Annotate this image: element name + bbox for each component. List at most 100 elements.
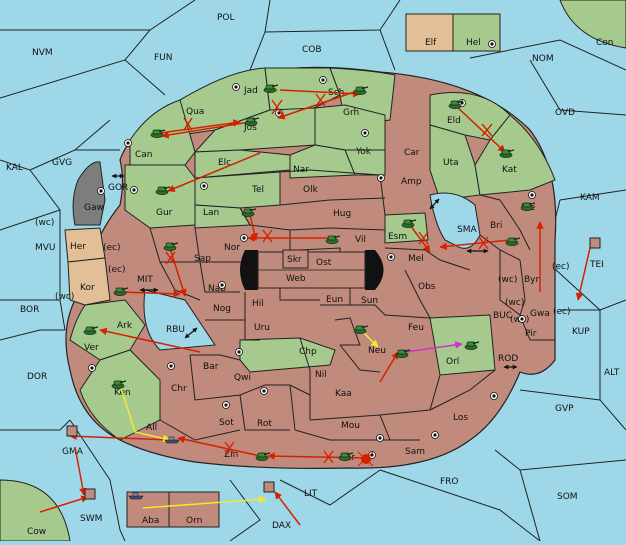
legend-elf	[405, 13, 454, 52]
coastal-forts[interactable]	[66, 237, 601, 500]
region-orl[interactable]	[429, 314, 496, 376]
svg-text:Esm: Esm	[388, 232, 407, 242]
legend: Elf Hel	[405, 13, 501, 52]
svg-text:POL: POL	[217, 13, 235, 23]
label-orn: Orn	[186, 516, 202, 526]
svg-text:(wc): (wc)	[505, 298, 524, 308]
region-kor[interactable]	[67, 257, 111, 306]
region-ken[interactable]	[79, 349, 161, 441]
convoy-line	[404, 341, 463, 353]
svg-text:(ec): (ec)	[108, 265, 126, 275]
svg-text:(ec): (ec)	[553, 307, 571, 317]
region-gaw[interactable]	[72, 161, 106, 226]
region-orn[interactable]	[168, 491, 220, 528]
region-skr[interactable]	[282, 249, 309, 269]
svg-text:Uru: Uru	[254, 323, 270, 333]
svg-text:GVG: GVG	[52, 158, 72, 168]
svg-text:Rot: Rot	[257, 419, 272, 429]
svg-text:Jad: Jad	[243, 86, 258, 96]
svg-text:(wc): (wc)	[498, 275, 517, 285]
svg-text:ALT: ALT	[604, 368, 620, 378]
svg-text:Mou: Mou	[341, 421, 360, 431]
svg-text:Sap: Sap	[194, 254, 211, 264]
svg-text:Eld: Eld	[447, 116, 461, 126]
svg-text:TEI: TEI	[589, 260, 604, 270]
failed-markers	[165, 93, 493, 464]
svg-text:Elc: Elc	[218, 158, 231, 168]
svg-text:Olk: Olk	[303, 185, 319, 195]
svg-text:Qua: Qua	[186, 107, 204, 117]
svg-text:Skr: Skr	[287, 255, 302, 265]
svg-text:ROD: ROD	[498, 354, 518, 364]
svg-text:Nab: Nab	[208, 284, 226, 294]
svg-text:Nog: Nog	[213, 304, 231, 314]
svg-text:GOR: GOR	[108, 183, 128, 193]
svg-text:Ark: Ark	[117, 321, 133, 331]
svg-text:Gwa: Gwa	[530, 309, 550, 319]
svg-text:Vil: Vil	[355, 235, 366, 245]
svg-text:Los: Los	[453, 413, 468, 423]
svg-text:RBU: RBU	[166, 325, 185, 335]
svg-text:Grh: Grh	[343, 108, 359, 118]
canal-east	[365, 250, 384, 290]
svg-text:(wc): (wc)	[55, 292, 74, 302]
svg-text:Hug: Hug	[333, 209, 351, 219]
legend-elf-label: Elf	[425, 38, 437, 48]
svg-text:BUC: BUC	[493, 311, 512, 321]
svg-text:Nor: Nor	[224, 243, 240, 253]
svg-text:Cow: Cow	[27, 527, 46, 537]
svg-text:Can: Can	[135, 150, 153, 160]
svg-text:Jos: Jos	[243, 123, 257, 133]
svg-text:Sot: Sot	[219, 418, 234, 428]
svg-text:Yok: Yok	[355, 147, 372, 157]
region-tel[interactable]	[194, 171, 281, 209]
svg-text:Car: Car	[404, 148, 420, 158]
svg-text:Gur: Gur	[156, 208, 173, 218]
svg-text:(wc): (wc)	[35, 218, 54, 228]
svg-text:Mel: Mel	[408, 254, 424, 264]
svg-text:Eun: Eun	[326, 295, 343, 305]
label-aba: Aba	[142, 516, 159, 526]
svg-text:Gaw: Gaw	[84, 203, 104, 213]
legend-hel-label: Hel	[466, 38, 481, 48]
svg-text:KUP: KUP	[572, 327, 590, 337]
svg-text:Pir: Pir	[525, 329, 537, 339]
svg-text:SMA: SMA	[457, 225, 477, 235]
svg-text:Lan: Lan	[203, 208, 219, 218]
svg-text:(ec): (ec)	[103, 243, 121, 253]
svg-text:FUN: FUN	[154, 53, 173, 63]
region-con[interactable]	[559, 0, 626, 49]
canal-west	[240, 250, 258, 290]
svg-text:SOM: SOM	[557, 492, 578, 502]
region-kat[interactable]	[474, 114, 556, 196]
svg-text:Ost: Ost	[316, 258, 332, 268]
svg-text:Obs: Obs	[418, 282, 436, 292]
svg-text:NOM: NOM	[532, 54, 554, 64]
svg-text:Feu: Feu	[408, 323, 424, 333]
svg-text:Con: Con	[596, 38, 614, 48]
svg-text:Byn: Byn	[524, 275, 541, 285]
svg-text:Sun: Sun	[361, 296, 378, 306]
svg-text:SWM: SWM	[80, 514, 102, 524]
svg-text:Zin: Zin	[224, 450, 238, 460]
svg-text:Chp: Chp	[299, 347, 317, 357]
order-arrows	[39, 89, 591, 526]
svg-text:Kor: Kor	[80, 283, 95, 293]
svg-text:Kaa: Kaa	[335, 389, 352, 399]
svg-text:Neu: Neu	[368, 346, 386, 356]
svg-text:Qwi: Qwi	[234, 373, 251, 383]
svg-text:Web: Web	[286, 274, 306, 284]
star-icon: ✦	[273, 86, 280, 95]
svg-text:Nar: Nar	[293, 165, 309, 175]
svg-text:Bar: Bar	[203, 362, 219, 372]
dislodged-marker	[357, 451, 374, 467]
svg-text:Her: Her	[70, 242, 86, 252]
svg-text:Chr: Chr	[171, 384, 187, 394]
sea-sma[interactable]	[429, 192, 481, 249]
svg-text:Uta: Uta	[443, 158, 459, 168]
svg-text:GMA: GMA	[62, 447, 84, 457]
svg-text:NVM: NVM	[32, 48, 53, 58]
svg-text:Ver: Ver	[84, 343, 99, 353]
